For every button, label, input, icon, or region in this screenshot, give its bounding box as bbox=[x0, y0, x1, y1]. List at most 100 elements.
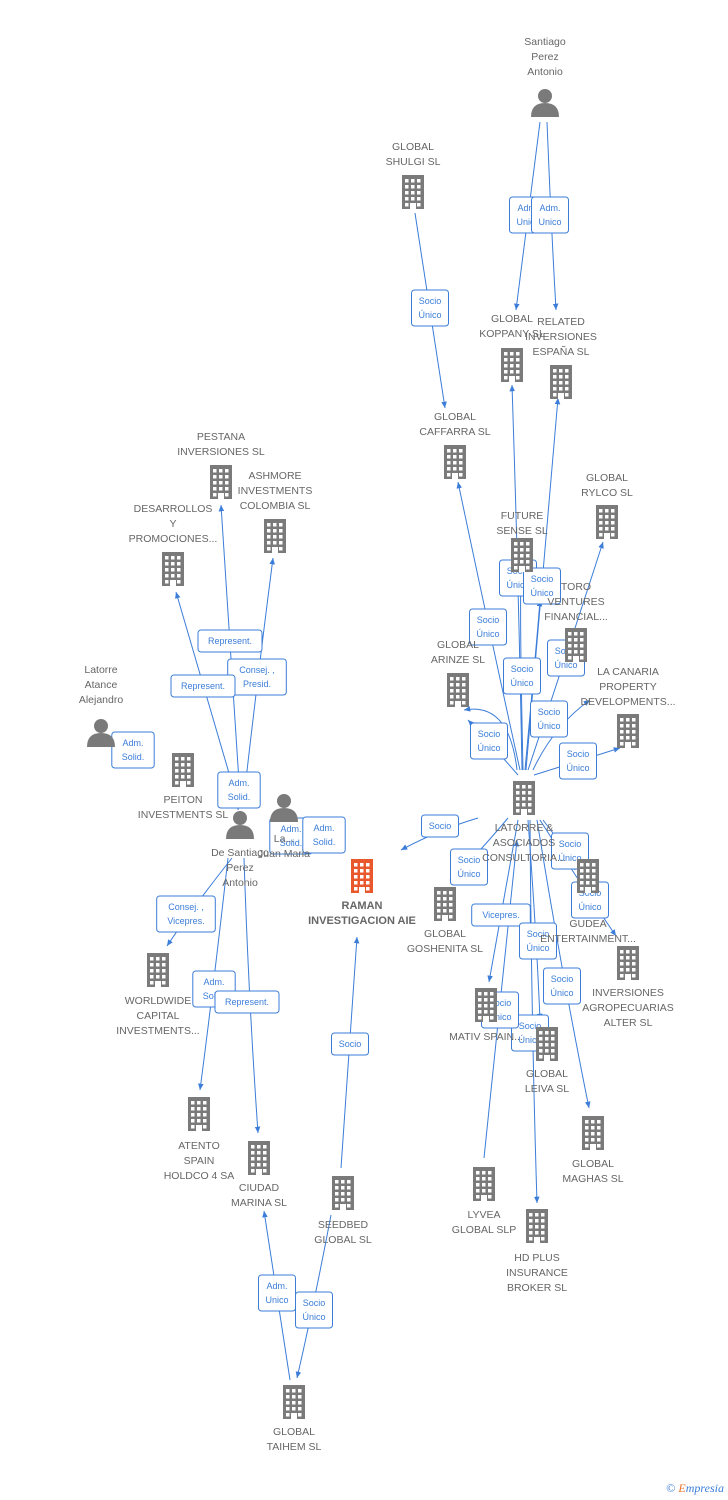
node-label: GLOBAL bbox=[437, 639, 479, 651]
building-icon[interactable] bbox=[550, 365, 572, 399]
edge-label-box[interactable]: Vicepres. bbox=[471, 903, 531, 927]
edge-label-box[interactable]: Consej. ,Vicepres. bbox=[156, 895, 216, 933]
node-mativ-spain[interactable]: MATIV SPAIN... bbox=[449, 988, 523, 1043]
edge-label-box[interactable]: Adm.Solid. bbox=[111, 731, 155, 769]
node-label: CONSULTORIA... bbox=[482, 852, 566, 864]
node-gudea[interactable]: GUDEAENTERTAINMENT... bbox=[540, 859, 636, 945]
person-icon[interactable] bbox=[226, 811, 254, 839]
building-icon[interactable] bbox=[475, 988, 497, 1022]
building-icon[interactable] bbox=[582, 1116, 604, 1150]
edge-label-box[interactable]: Represent. bbox=[170, 674, 236, 698]
edge-label-box[interactable]: Adm.Unico bbox=[258, 1274, 296, 1312]
building-icon[interactable] bbox=[513, 781, 535, 815]
edge-label-box[interactable]: Consej. ,Presid. bbox=[227, 658, 287, 696]
building-icon[interactable] bbox=[210, 465, 232, 499]
node-toro-ventures[interactable]: TOROVENTURESFINANCIAL... bbox=[544, 581, 608, 662]
node-worldwide-capital[interactable]: WORLDWIDECAPITALINVESTMENTS... bbox=[116, 953, 200, 1037]
building-icon[interactable] bbox=[434, 887, 456, 921]
edge-label-box[interactable]: Adm.Unico bbox=[531, 196, 569, 234]
building-icon[interactable] bbox=[188, 1097, 210, 1131]
edge-label-text: Socio bbox=[478, 729, 501, 739]
building-icon[interactable] bbox=[162, 552, 184, 586]
edge-label-box[interactable]: Represent. bbox=[214, 990, 280, 1014]
building-icon[interactable] bbox=[283, 1385, 305, 1419]
edge-label-text: Solid. bbox=[203, 991, 226, 1001]
building-icon[interactable] bbox=[565, 628, 587, 662]
node-label: INVERSIONES bbox=[592, 987, 664, 999]
edge-label-box[interactable]: Adm.Solid. bbox=[302, 816, 346, 854]
node-label: KOPPANY SL bbox=[479, 328, 545, 340]
edge-label-box[interactable]: Adm.Solid. bbox=[217, 771, 261, 809]
node-label: SPAIN bbox=[184, 1155, 215, 1167]
building-icon[interactable] bbox=[617, 714, 639, 748]
building-icon[interactable] bbox=[264, 519, 286, 553]
building-icon[interactable] bbox=[526, 1209, 548, 1243]
building-icon[interactable] bbox=[473, 1167, 495, 1201]
edge-label-box[interactable]: Represent. bbox=[197, 629, 263, 653]
building-icon[interactable] bbox=[536, 1027, 558, 1061]
building-icon[interactable] bbox=[248, 1141, 270, 1175]
node-label: FINANCIAL... bbox=[544, 611, 608, 623]
person-icon[interactable] bbox=[531, 89, 559, 117]
person-icon[interactable] bbox=[87, 719, 115, 747]
node-desarrollos[interactable]: DESARROLLOSYPROMOCIONES... bbox=[129, 503, 218, 586]
person-icon[interactable] bbox=[270, 794, 298, 822]
building-icon[interactable] bbox=[444, 445, 466, 479]
building-icon[interactable] bbox=[501, 348, 523, 382]
building-icon[interactable] bbox=[172, 753, 194, 787]
building-icon[interactable] bbox=[332, 1176, 354, 1210]
edge-label-text: Socio bbox=[489, 998, 512, 1008]
edge-label-box[interactable]: Socio bbox=[421, 814, 459, 838]
building-icon[interactable] bbox=[511, 538, 533, 572]
building-icon[interactable] bbox=[596, 505, 618, 539]
node-latorre-juan-maria[interactable]: La...Juan Maria bbox=[258, 794, 310, 860]
node-label: BROKER SL bbox=[507, 1282, 567, 1294]
building-icon[interactable] bbox=[447, 673, 469, 707]
node-la-canaria[interactable]: LA CANARIAPROPERTYDEVELOPMENTS... bbox=[580, 666, 676, 748]
building-icon[interactable] bbox=[147, 953, 169, 987]
edge-label-box[interactable]: Socio bbox=[331, 1032, 369, 1056]
node-latorre-asociados[interactable]: LATORRE &ASOCIADOSCONSULTORIA... bbox=[482, 781, 566, 864]
edge-label-text: Vicepres. bbox=[482, 910, 519, 920]
building-icon[interactable] bbox=[351, 859, 373, 893]
building-icon[interactable] bbox=[402, 175, 424, 209]
building-icon[interactable] bbox=[577, 859, 599, 893]
building-icon[interactable] bbox=[617, 946, 639, 980]
